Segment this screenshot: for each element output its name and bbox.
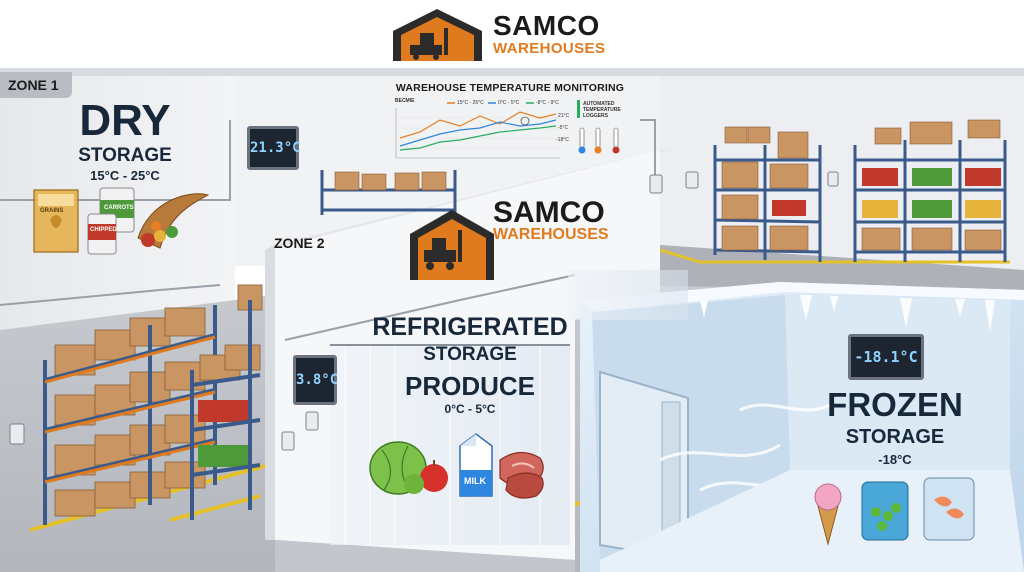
thermometer-icon: [578, 127, 620, 154]
frozen-thermostat-display: -18.1°C: [848, 334, 924, 380]
zone-2-tag: ZONE 2: [274, 235, 325, 251]
dry-title: DRY: [79, 96, 171, 145]
ice-cream-icon: [814, 483, 842, 546]
dry-temperature-range: 15°C - 25°C: [90, 168, 160, 183]
can-label-1: CARROTS: [104, 205, 134, 211]
frozen-title: FROZEN: [827, 386, 963, 423]
dry-subtitle: STORAGE: [78, 145, 172, 166]
grains-label: GRAINS: [40, 208, 64, 214]
zone-1-tag: ZONE 1: [0, 72, 72, 98]
cornucopia-icon: [137, 193, 210, 249]
right-label-3: -18°C: [556, 137, 569, 143]
legend-frozen: -8°C - 9°C: [536, 100, 559, 106]
brand-subtitle-mid: WAREHOUSES: [493, 226, 609, 243]
brand-name: SAMCO: [493, 10, 600, 41]
monitoring-title: WAREHOUSE TEMPERATURE MONITORING: [395, 82, 625, 94]
apple-icon: [404, 460, 448, 494]
legend-dry: 15°C - 25°C: [457, 100, 484, 106]
legend-refrigerated: 0°C - 5°C: [498, 100, 520, 106]
right-label-1: 21°C: [558, 113, 570, 119]
refrigerated-produce: PRODUCE: [404, 371, 535, 401]
frozen-peas-bag-icon: [861, 481, 909, 541]
frozen-shrimp-bag-icon: [923, 477, 975, 541]
refrigerated-subtitle: STORAGE: [423, 344, 517, 365]
refrigerated-temperature-range: 0°C - 5°C: [444, 402, 496, 416]
brand-name-mid: SAMCO: [493, 196, 605, 229]
grains-box-icon: [33, 189, 79, 253]
milk-label: MILK: [464, 476, 486, 486]
meat-icon: [499, 451, 544, 499]
refrigerated-thermostat-display: 3.8°C: [293, 355, 338, 405]
right-label-2: -5°C: [558, 125, 569, 131]
monitoring-axis-label: BECMIE: [395, 98, 415, 104]
samco-logo-icon: [393, 9, 482, 61]
dry-thermostat-display: 21.3°C: [247, 126, 301, 170]
loggers-label: AUTOMATED TEMPERATURE LOGGERS: [583, 101, 621, 119]
brand-subtitle: WAREHOUSES: [493, 40, 606, 57]
refrigerated-title: REFRIGERATED: [372, 313, 568, 341]
milk-carton-icon: [459, 433, 493, 497]
frozen-temperature-range: -18°C: [878, 452, 912, 467]
can-icon: [87, 187, 135, 255]
frozen-subtitle: STORAGE: [845, 426, 945, 448]
can-label-2: CHIPPED: [90, 227, 117, 233]
samco-logo-icon-mid: [410, 210, 494, 280]
